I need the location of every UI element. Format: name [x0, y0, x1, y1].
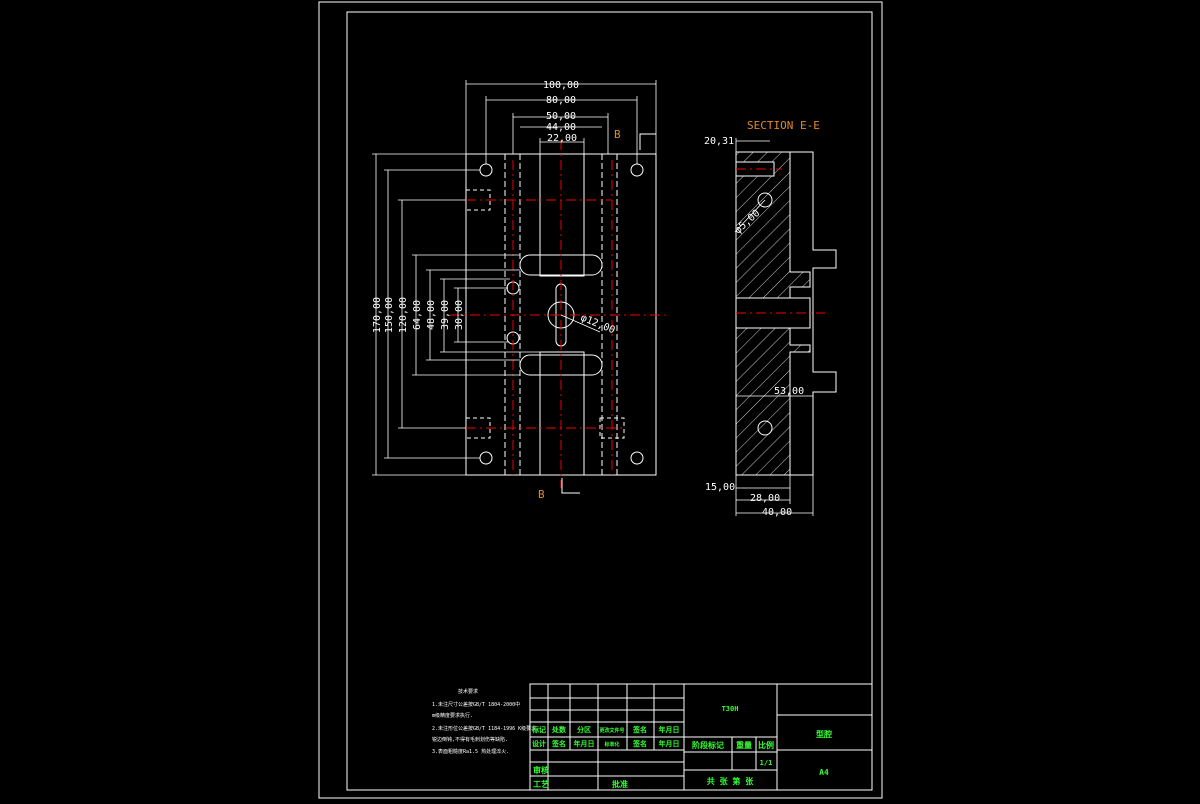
- sheet-size: A4: [819, 768, 829, 777]
- tb-r1-c1: 标记: [531, 725, 546, 734]
- dim-h-44: 44,00: [546, 122, 576, 133]
- horizontal-dimensions: [465, 80, 657, 164]
- tb-r1-c4: 更改文件号: [599, 727, 624, 734]
- tb-r1-c3: 分区: [577, 725, 591, 734]
- tb-r2-c6: 年月日: [659, 739, 680, 748]
- dim-v-170: 170,00: [372, 297, 383, 333]
- technical-notes: 技术要求 1.未注尺寸公差按GB/T 1804-2000中 m级精度要求执行. …: [432, 688, 539, 755]
- tb-r2-c5: 签名: [632, 739, 647, 748]
- tb-r1-c2: 处数: [551, 725, 567, 734]
- dim-v-150: 150,00: [384, 297, 395, 333]
- title-block: T30H 型腔 A4 标记 处数 分区 更改文件号 签名 年月日 设计 签名 年…: [529, 683, 873, 791]
- dim-hole-diameter: φ12,00: [579, 313, 617, 337]
- section-back: [790, 151, 837, 476]
- dim-v-30: 30,00: [454, 300, 465, 330]
- dim-sec-53: 53,00: [774, 386, 804, 397]
- drawing-name: 型腔: [816, 729, 832, 739]
- tb-review: 审核: [533, 765, 549, 775]
- front-view: 100,00 80,00 50,00 44,00 22,00 170,00 15…: [372, 80, 665, 501]
- notes-title: 技术要求: [458, 688, 478, 695]
- dim-h-50: 50,00: [546, 111, 576, 122]
- upper-cavity: [539, 153, 585, 277]
- dim-v-48: 48,00: [426, 300, 437, 330]
- tb-r2-c1: 设计: [532, 739, 546, 748]
- dim-v-120: 120,00: [398, 297, 409, 333]
- notes-line-4: 锐边倒钝,不得有毛刺划伤等缺陷.: [432, 736, 508, 743]
- tb-r2-c4: 标准化: [603, 741, 619, 748]
- notes-line-1: 1.未注尺寸公差按GB/T 1804-2000中: [432, 701, 520, 708]
- section-view: SECTION E-E 20,31 φ5,00 53,00 15,00 28,0…: [704, 119, 837, 518]
- tb-r2-c3: 年月日: [574, 739, 595, 748]
- lower-cavity: [539, 351, 585, 476]
- tb-process: 工艺: [533, 779, 549, 789]
- tb-r1-c5: 签名: [632, 725, 647, 734]
- tb-scale: 比例: [758, 740, 774, 750]
- part-name: T30H: [722, 705, 739, 713]
- section-mark-top: B: [614, 128, 621, 141]
- dim-v-64: 64,00: [412, 300, 423, 330]
- vertical-dimensions: [372, 153, 540, 476]
- section-mark-bottom: B: [538, 488, 545, 501]
- dim-h-22: 22,00: [547, 133, 577, 144]
- tb-approve: 批准: [612, 779, 628, 789]
- tb-scale-value: 1/1: [760, 759, 773, 767]
- dim-sec-15: 15,00: [705, 482, 735, 493]
- notes-line-3: 2.未注形位公差按GB/T 1184-1996 K级要求,: [432, 725, 539, 732]
- tb-stage-mark: 阶段标记: [692, 740, 724, 750]
- dim-h-100: 100,00: [543, 80, 579, 91]
- dim-sec-28: 28,00: [750, 493, 780, 504]
- outer-border: [318, 1, 883, 799]
- dim-v-39: 39,00: [440, 300, 451, 330]
- notes-line-5: 3.表面粗糙度Ra1.5 热处理淬火.: [432, 748, 509, 755]
- section-title: SECTION E-E: [747, 119, 820, 132]
- centerlines: [450, 140, 665, 488]
- notes-line-2: m级精度要求执行.: [432, 712, 473, 719]
- dim-h-80: 80,00: [546, 95, 576, 106]
- dim-sec-40: 40,00: [762, 507, 792, 518]
- tb-r1-c6: 年月日: [659, 725, 680, 734]
- tb-sheets: 共 张 第 张: [707, 776, 754, 786]
- tb-weight: 重量: [736, 740, 752, 750]
- tb-r2-c2: 签名: [551, 739, 566, 748]
- dim-sec-20-31: 20,31: [704, 136, 734, 147]
